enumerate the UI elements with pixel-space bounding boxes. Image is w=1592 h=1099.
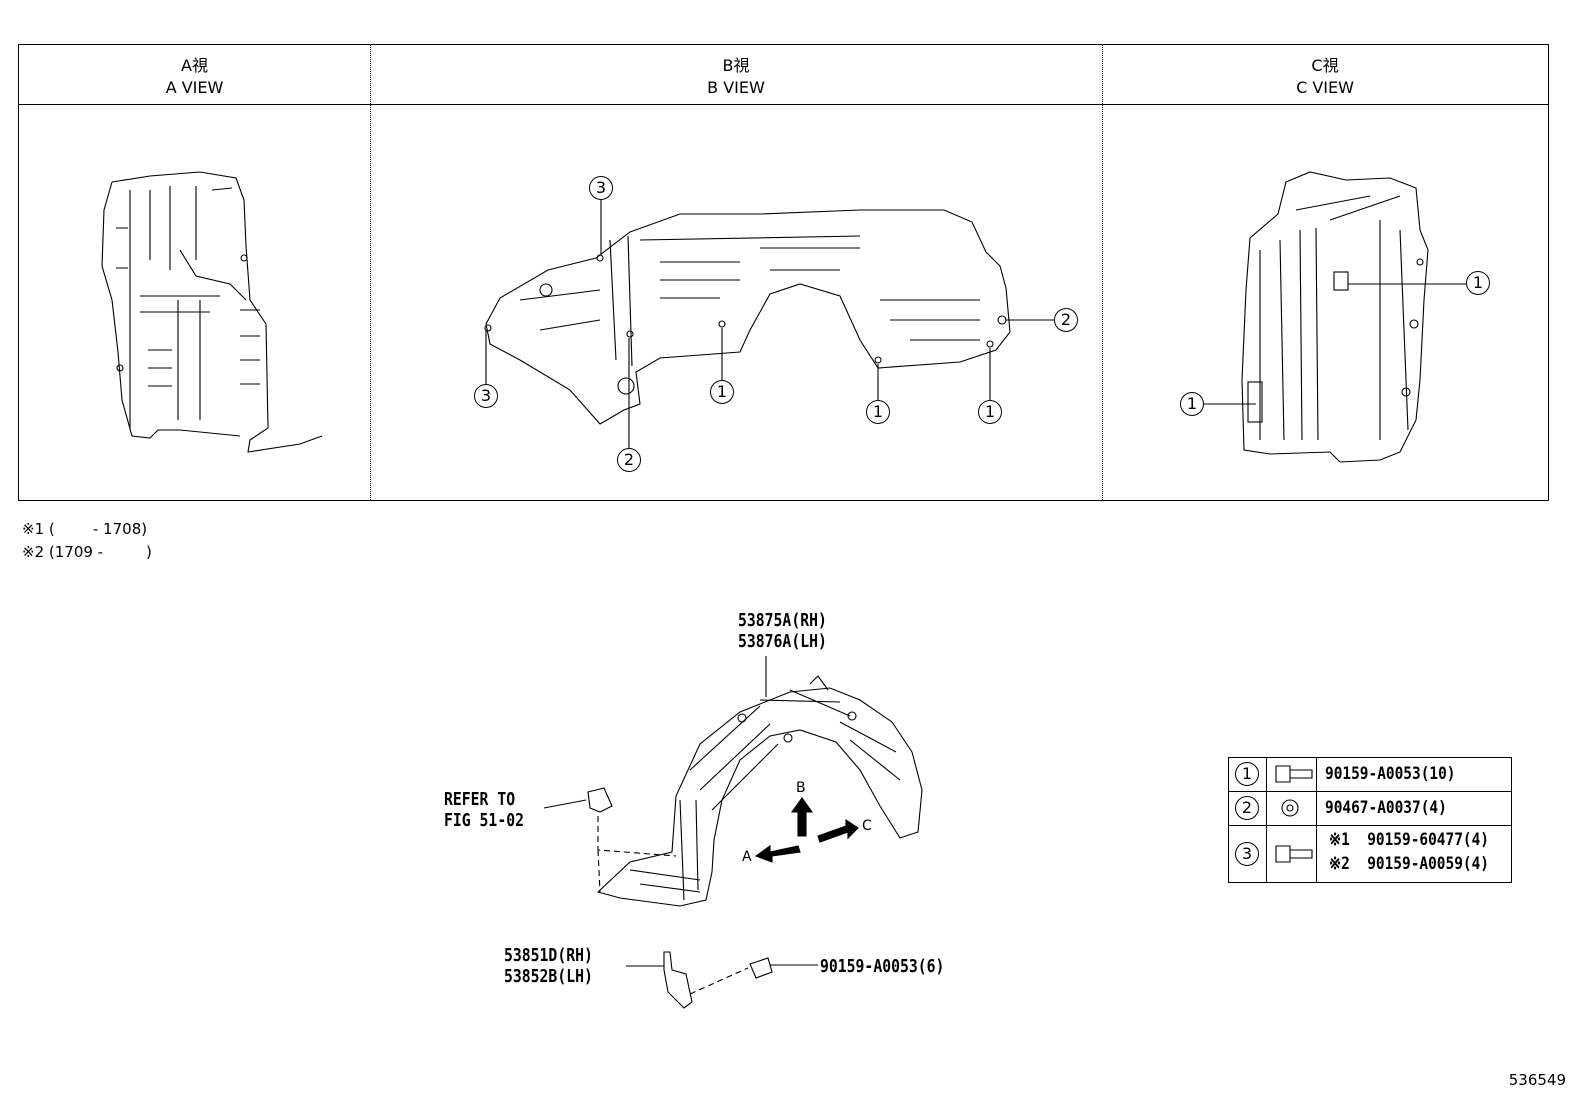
direction-label-a: A [742,849,752,865]
callout-1: 1 [866,400,890,424]
legend-number-cell: 1 [1229,758,1267,791]
legend-row: 3 ※1 90159-60477(4) ※2 90159-A0059(4) [1229,826,1511,882]
legend-part-number: ※2 90159-A0059(4) [1329,854,1490,874]
b-view-liner-drawing [484,200,1054,448]
legend-number: 1 [1235,762,1259,786]
callout-3: 3 [589,176,613,200]
view-title-en: A VIEW [165,78,224,97]
legend-icons [1275,765,1313,863]
figure-id: 536549 [1508,1071,1566,1089]
direction-label-b: B [796,780,806,796]
views-frame: A視 A VIEW B視 B VIEW C視 C VIEW [18,44,1549,501]
callout-1: 1 [978,400,1002,424]
view-title-jp: A視 [181,56,208,75]
bolt-icon [1267,758,1317,791]
legend-number: 2 [1235,796,1259,820]
view-divider [1102,45,1103,500]
legend-part-number: 90159-A0053(10) [1325,764,1456,784]
view-title-jp: B視 [722,56,750,75]
legend-row: 1 90159-A0053(10) [1229,758,1511,792]
legend-part-number: ※1 90159-60477(4) [1329,830,1490,850]
header-divider [19,104,1548,105]
main-part-lh: 53876A(LH) [738,631,827,652]
bracket-drawing [626,951,818,1009]
legend-number: 3 [1235,842,1259,866]
direction-arrows [754,797,859,863]
legend-part-number: 90467-A0037(4) [1325,798,1447,818]
callout-1: 1 [1180,392,1204,416]
legend-row: 2 90467-A0037(4) [1229,792,1511,826]
callout-1: 1 [710,380,734,404]
callout-2: 2 [1054,308,1078,332]
note-2: ※2 (1709 - ) [22,543,152,561]
callout-3: 3 [474,384,498,408]
fender-liner-drawing [543,656,923,907]
direction-label-c: C [862,818,872,834]
sub-part-lh: 53852B(LH) [504,966,593,987]
legend-number-cell: 3 [1229,826,1267,882]
refer-line-1: REFER TO [444,789,516,810]
a-view-liner-drawing [101,171,323,453]
legend-number-cell: 2 [1229,792,1267,825]
c-view-liner-drawing [1204,171,1466,463]
view-header-c: C視 C VIEW [1102,45,1548,105]
bolt-icon [1267,826,1317,882]
clip-icon [1267,792,1317,825]
fastener-legend-table: 1 90159-A0053(10) 2 90467-A0037(4) 3 ※1 … [1228,757,1512,883]
screw-part-number: 90159-A0053(6) [820,956,945,977]
main-part-rh: 53875A(RH) [738,610,827,631]
view-title-jp: C視 [1311,56,1339,75]
sub-part-rh: 53851D(RH) [504,945,593,966]
view-header-a: A視 A VIEW [19,45,370,105]
callout-2: 2 [617,448,641,472]
note-1: ※1 ( - 1708) [22,520,148,538]
callout-1: 1 [1466,271,1490,295]
view-divider [370,45,371,500]
refer-line-2: FIG 51-02 [444,810,524,831]
view-header-b: B視 B VIEW [370,45,1102,105]
view-title-en: C VIEW [1296,78,1354,97]
view-title-en: B VIEW [707,78,765,97]
